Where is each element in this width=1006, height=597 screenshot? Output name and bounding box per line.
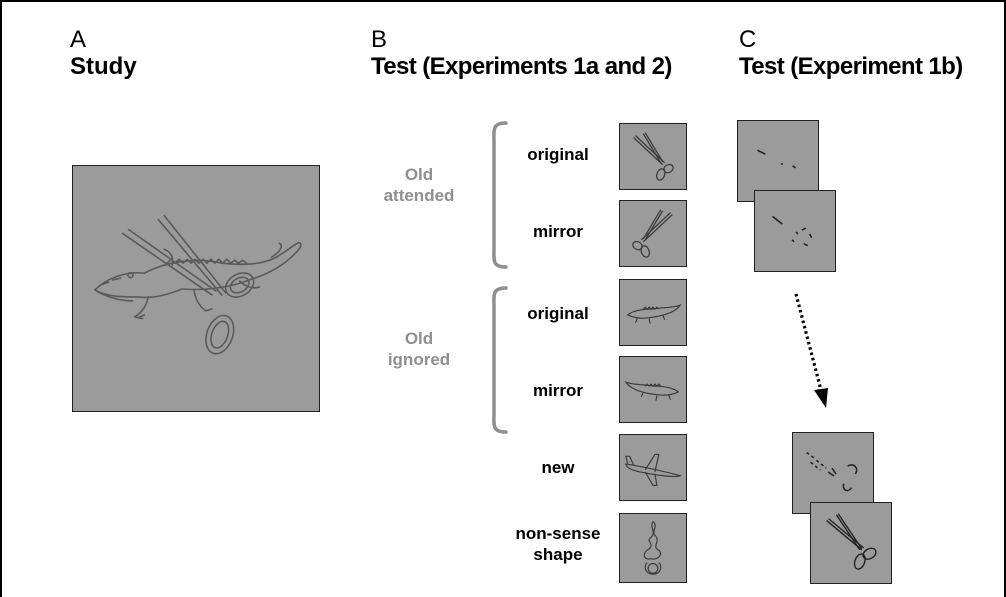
row-label-mirror-scissors: mirror xyxy=(498,221,618,242)
row-label-original-scissors: original xyxy=(498,144,618,165)
test-image-nonsense-shape xyxy=(619,513,687,583)
test-image-alligator-original xyxy=(619,279,687,346)
dotted-arrow-icon xyxy=(794,293,828,408)
fragment-image-more xyxy=(754,190,836,272)
scissors-complete-drawing xyxy=(826,513,877,570)
study-image-alligator-scissors xyxy=(72,165,320,412)
scissors-fragments-more xyxy=(772,215,813,247)
test-image-alligator-mirror xyxy=(619,356,687,423)
airplane-drawing xyxy=(625,453,682,487)
panel-b-letter: B xyxy=(371,26,388,53)
group-label-old-ignored: Old ignored xyxy=(364,328,474,370)
group-label-line: Old xyxy=(404,165,434,184)
alligator-mirror-drawing xyxy=(624,381,680,401)
alligator-scissors-drawing xyxy=(94,214,302,355)
group-label-line: attended xyxy=(383,186,455,205)
group-label-old-attended: Old attended xyxy=(364,164,474,206)
bracket-old-attended xyxy=(492,121,508,269)
test-image-scissors-original xyxy=(619,123,687,190)
alligator-drawing xyxy=(626,304,682,324)
row-label-line: non-sense xyxy=(515,524,601,543)
panel-a-title: Study xyxy=(70,53,137,80)
row-label-line: mirror xyxy=(532,222,584,241)
scissors-mirror-drawing xyxy=(632,209,673,258)
row-label-line: original xyxy=(527,145,589,164)
panel-c-title: Test (Experiment 1b) xyxy=(739,53,963,80)
row-label-nonsense-shape: non-sense shape xyxy=(498,523,618,565)
panel-c-letter: C xyxy=(739,26,757,53)
fragment-image-sparse xyxy=(737,120,819,202)
nonsense-shape-drawing xyxy=(643,520,662,575)
row-label-original-alligator: original xyxy=(498,303,618,324)
row-label-line: new xyxy=(541,458,575,477)
row-label-line: shape xyxy=(533,545,583,564)
group-label-line: Old xyxy=(404,329,434,348)
panel-b-title: Test (Experiments 1a and 2) xyxy=(371,53,672,80)
row-label-line: original xyxy=(527,304,589,323)
bracket-old-ignored xyxy=(492,286,508,434)
fragment-image-complete xyxy=(810,502,892,584)
group-label-line: ignored xyxy=(387,350,451,369)
scissors-fragments-sparse xyxy=(757,149,796,169)
scissors-drawing xyxy=(633,132,674,181)
panel-a-letter: A xyxy=(70,26,87,53)
test-image-airplane xyxy=(619,434,687,501)
row-label-line: mirror xyxy=(532,381,584,400)
test-image-scissors-mirror xyxy=(619,200,687,267)
fragment-image-dense xyxy=(792,432,874,514)
row-label-new: new xyxy=(498,457,618,478)
row-label-mirror-alligator: mirror xyxy=(498,380,618,401)
scissors-fragments-dense xyxy=(806,451,858,492)
